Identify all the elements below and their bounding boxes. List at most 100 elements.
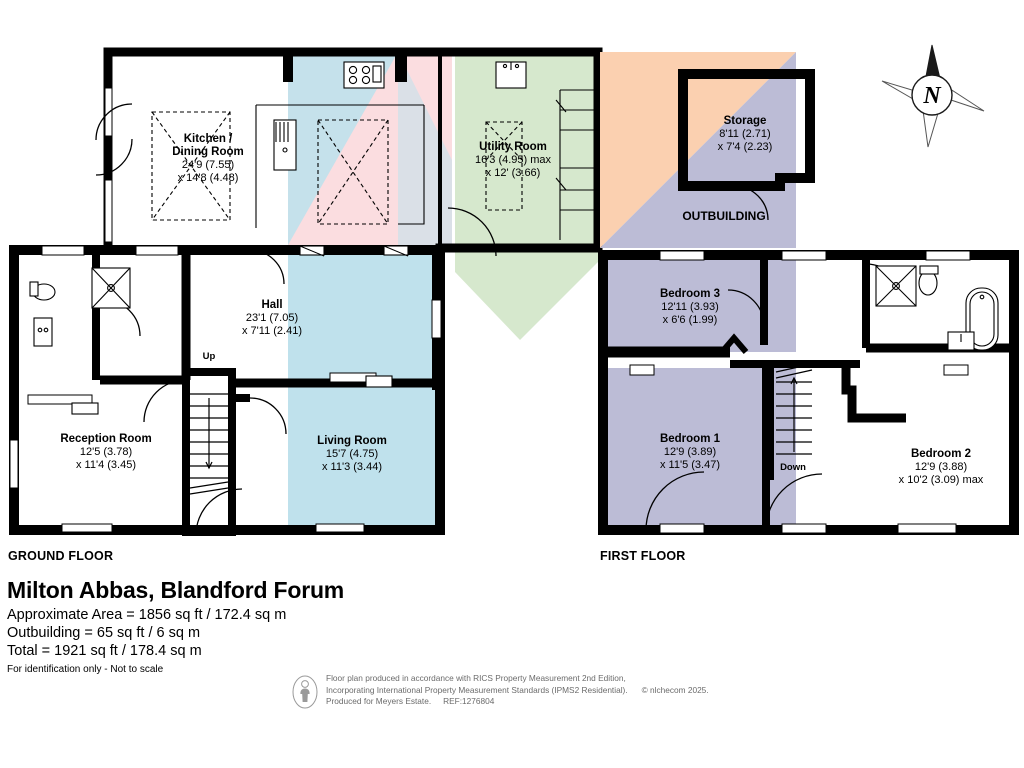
first-floor-caption: FIRST FLOOR <box>600 549 686 563</box>
gf-door-front <box>95 103 133 141</box>
gf-stub-top-1 <box>283 52 293 82</box>
ground-floor-fixtures <box>29 61 598 495</box>
ff-window-top-1 <box>659 250 705 261</box>
label-bedroom2-dim2: x 10'2 (3.09) max <box>899 474 984 486</box>
label-living-name: Living Room <box>317 435 387 447</box>
gf-window-left-lower <box>9 439 19 489</box>
label-stairs-down: Down <box>780 462 806 473</box>
gf-kitchen-island <box>317 119 389 225</box>
label-kitchen-dining-name2: Dining Room <box>172 146 244 158</box>
gf-door-front-2 <box>95 138 133 176</box>
ff-outer-wall <box>598 250 1019 535</box>
ff-window-top-3 <box>925 250 971 261</box>
footer-block: Floor plan produced in accordance with R… <box>292 673 709 709</box>
gf-door-hall-kitchen <box>249 249 285 285</box>
ff-bifold-bed3 <box>719 333 749 354</box>
label-hall-dim2: x 7'11 (2.41) <box>242 325 302 337</box>
label-reception-dim2: x 11'4 (3.45) <box>76 459 136 471</box>
label-utility-name: Utility Room <box>479 141 547 153</box>
gf-window-top-reception <box>41 245 85 256</box>
gf-window-top-hall <box>135 245 179 256</box>
first-floor-walls <box>598 69 1019 535</box>
label-bedroom3-name: Bedroom 3 <box>660 288 720 300</box>
footer-line-3-wrap: Produced for Meyers Estate.REF:1276804 <box>326 696 709 708</box>
compass-north-letter: N <box>922 83 942 109</box>
label-kitchen-dining-dim2: x 14'8 (4.48) <box>178 172 239 184</box>
label-living-dim1: 15'7 (4.75) <box>326 448 378 460</box>
overlay-green-utility <box>455 52 600 340</box>
gf-stair-treads <box>189 393 229 495</box>
label-bedroom1-dim1: 12'9 (3.89) <box>664 446 716 458</box>
ground-floor-doors <box>95 103 497 536</box>
label-bedroom1-dim2: x 11'5 (3.47) <box>660 459 720 471</box>
first-room-labels: Storage 8'11 (2.71) x 7'4 (2.23) OUTBUIL… <box>660 115 984 486</box>
label-storage-dim2: x 7'4 (2.23) <box>718 141 773 153</box>
overlay-lavender-outbuilding <box>600 52 796 248</box>
gf-appliance <box>273 119 297 171</box>
gf-window-reception-side <box>27 394 93 405</box>
disclaimer-text: For identification only - Not to scale <box>7 664 164 675</box>
label-bedroom1-name: Bedroom 1 <box>660 433 721 445</box>
ground-floor-windows <box>9 87 442 533</box>
label-stairs-up: Up <box>203 351 216 362</box>
gf-door-utility <box>447 207 497 257</box>
ff-door-storage <box>733 185 769 221</box>
footer-line-3: Produced for Meyers Estate. <box>326 696 432 706</box>
footer-line-1: Floor plan produced in accordance with R… <box>326 673 626 683</box>
info-person-icon <box>292 675 318 709</box>
label-storage-dim1: 8'11 (2.71) <box>719 128 770 140</box>
label-hall-dim1: 23'1 (7.05) <box>246 312 298 324</box>
gf-door-reception <box>143 379 187 423</box>
gf-door-rear <box>195 488 243 536</box>
approximate-area-text: Approximate Area = 1856 sq ft / 172.4 sq… <box>7 607 287 623</box>
gf-window-bottom-1 <box>61 523 113 533</box>
ground-floor-caption: GROUND FLOOR <box>8 549 114 563</box>
compass-rose: N <box>881 44 985 148</box>
ff-door-bed1 <box>645 471 705 531</box>
label-outbuilding: OUTBUILDING <box>682 209 765 223</box>
overlay-blue-kitchen <box>288 52 398 245</box>
ff-door-bed2 <box>765 473 823 531</box>
ff-stair-treads <box>775 363 813 455</box>
gf-stair-enclosure <box>182 368 236 536</box>
ff-toilet <box>918 270 938 296</box>
overlay-blue-hall <box>288 245 435 533</box>
first-floor-fixtures <box>775 265 999 455</box>
label-hall-name: Hall <box>261 299 282 311</box>
label-bedroom3-dim1: 12'11 (3.93) <box>661 301 719 313</box>
ff-wall-bed2 <box>841 364 906 423</box>
gf-utility-cupboards <box>559 89 598 240</box>
label-reception-name: Reception Room <box>60 433 151 445</box>
gf-radiator-1 <box>71 402 99 415</box>
gf-window-bottom-2 <box>315 523 365 533</box>
label-storage-name: Storage <box>724 115 767 127</box>
first-floor-windows <box>629 250 971 534</box>
footer-text: Floor plan produced in accordance with R… <box>326 673 709 708</box>
label-bedroom2-name: Bedroom 2 <box>911 448 971 460</box>
gf-window-left-upper2 <box>104 179 113 243</box>
total-area-text: Total = 1921 sq ft / 178.4 sq m <box>7 643 202 659</box>
ff-window-bottom-2 <box>781 523 827 534</box>
ff-window-top-2 <box>781 250 827 261</box>
label-utility-dim1: 16'3 (4.95) max <box>475 154 552 166</box>
label-utility-dim2: x 12' (3.66) <box>486 167 541 179</box>
ground-floor-overlays <box>288 52 600 533</box>
compass-hub <box>911 74 953 116</box>
gf-living-notch <box>228 383 250 402</box>
footer-copyright: © nlchecom 2025. <box>641 684 709 695</box>
label-bedroom2-dim1: 12'9 (3.88) <box>915 461 967 473</box>
label-kitchen-dining-name1: Kitchen / <box>184 133 233 145</box>
outbuilding-area-text: Outbuilding = 65 sq ft / 6 sq m <box>7 625 201 641</box>
gf-counter-run <box>255 104 425 228</box>
label-living-dim2: x 11'3 (3.44) <box>322 461 382 473</box>
page-title: Milton Abbas, Blandford Forum <box>7 577 345 603</box>
ff-radiator-bed1 <box>629 364 655 376</box>
gf-dining-table <box>151 111 231 221</box>
label-reception-dim1: 12'5 (3.78) <box>80 446 132 458</box>
gf-window-hall-right <box>431 299 442 339</box>
ff-outbuilding-wall <box>678 69 815 191</box>
label-kitchen-dining-dim1: 24'9 (7.55) <box>182 159 234 171</box>
gf-utility-unit <box>485 121 523 211</box>
